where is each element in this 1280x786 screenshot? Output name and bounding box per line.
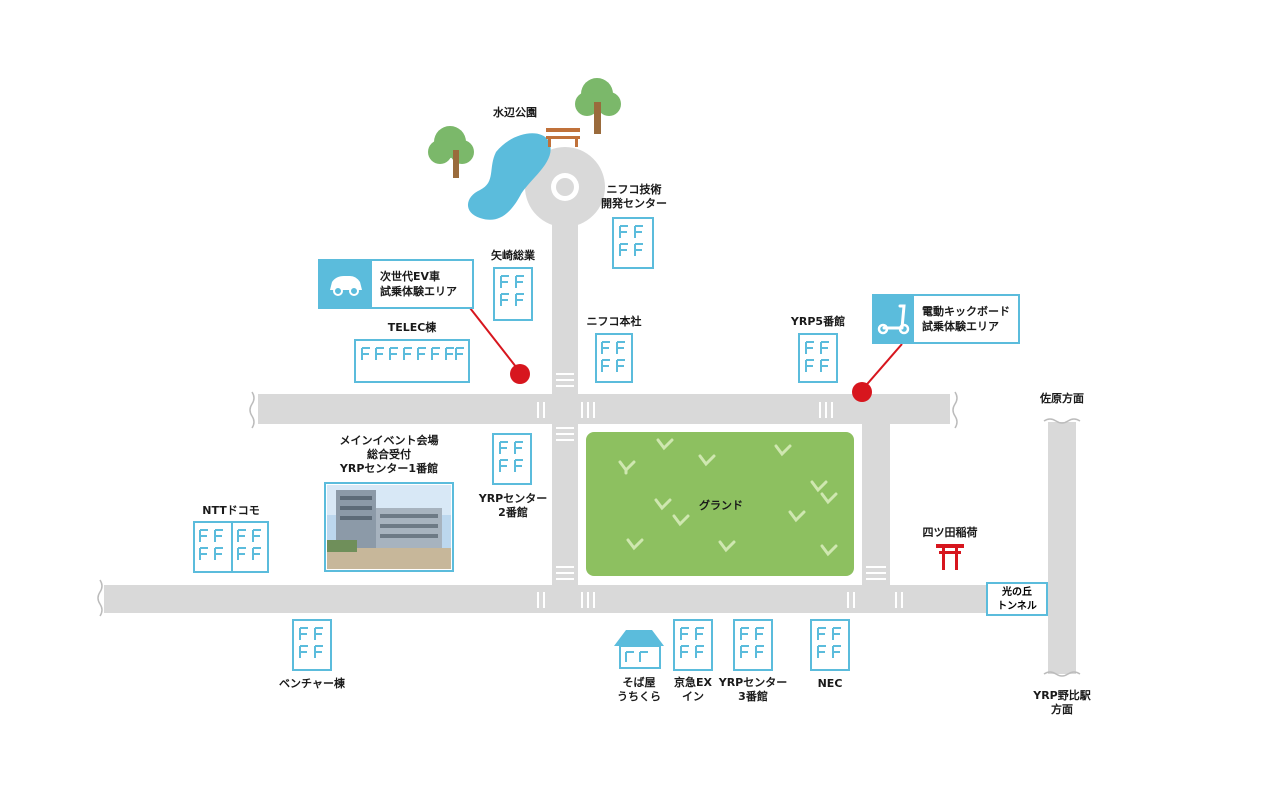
road-ends bbox=[97, 391, 1081, 677]
building-nifco-tech bbox=[612, 217, 654, 269]
label-mizube-park: 水辺公園 bbox=[493, 106, 537, 119]
ev-car-icon bbox=[320, 261, 372, 307]
scooter-area-callout: 電動キックボード 試乗体験エリア bbox=[872, 294, 1020, 344]
tree-icon bbox=[428, 126, 474, 178]
label-tunnel: 光の丘 トンネル bbox=[986, 582, 1048, 616]
label-nifco-hq: ニフコ本社 bbox=[586, 315, 642, 328]
label-yotsuda: 四ツ田稲荷 bbox=[922, 526, 978, 539]
label-yrp-nobi: YRP野比駅 方面 bbox=[1033, 689, 1091, 716]
ground-field bbox=[586, 432, 854, 576]
scooter-leader-line bbox=[861, 343, 903, 391]
label-main-event: メインイベント会場 総合受付 YRPセンター1番館 bbox=[339, 434, 439, 475]
label-ground: グランド bbox=[699, 499, 743, 512]
label-venture: ベンチャー棟 bbox=[279, 677, 345, 690]
tree-icon bbox=[575, 78, 621, 134]
building-soba bbox=[614, 630, 664, 669]
pond bbox=[467, 133, 551, 220]
label-yrp5: YRP5番館 bbox=[790, 315, 846, 328]
road-east-vertical bbox=[862, 418, 890, 613]
label-telec: TELEC棟 bbox=[387, 321, 437, 334]
label-nifco-tech: ニフコ技術 開発センター bbox=[601, 183, 667, 210]
torii-icon bbox=[936, 544, 964, 570]
road-far-east-vertical bbox=[1048, 422, 1076, 674]
ev-area-callout: 次世代EV車 試乗体験エリア bbox=[318, 259, 474, 309]
building-telec bbox=[354, 339, 470, 383]
label-yazaki: 矢崎総業 bbox=[491, 249, 535, 262]
road-upper bbox=[258, 394, 950, 424]
crosswalks bbox=[537, 373, 903, 624]
building-yrp5 bbox=[798, 333, 838, 383]
building-nifco-hq bbox=[595, 333, 633, 383]
ev-marker bbox=[510, 364, 530, 384]
building-keikyu-ex bbox=[673, 619, 713, 671]
kick-scooter-icon bbox=[874, 296, 914, 342]
label-yrp2: YRPセンター 2番館 bbox=[478, 492, 548, 519]
scooter-area-label: 電動キックボード 試乗体験エリア bbox=[922, 305, 1010, 333]
scooter-marker bbox=[852, 382, 872, 402]
label-yrp3: YRPセンター 3番館 bbox=[718, 676, 788, 703]
road-central-vertical bbox=[552, 210, 578, 613]
label-ntt-docomo: NTTドコモ bbox=[202, 504, 260, 517]
road-yotsuda bbox=[910, 585, 988, 613]
building-yrp3 bbox=[733, 619, 773, 671]
label-soba: そば屋 うちくら bbox=[617, 676, 661, 703]
building-venture bbox=[292, 619, 332, 671]
building-yazaki bbox=[493, 267, 533, 321]
building-nec bbox=[810, 619, 850, 671]
bench-icon bbox=[546, 128, 580, 147]
label-nec: NEC bbox=[817, 677, 843, 690]
building-ntt-docomo bbox=[193, 521, 269, 573]
label-keikyu-ex: 京急EX イン bbox=[674, 676, 712, 703]
ev-area-label: 次世代EV車 試乗体験エリア bbox=[380, 270, 457, 298]
building-yrp2 bbox=[492, 433, 532, 485]
label-sahara: 佐原方面 bbox=[1040, 392, 1084, 405]
ev-leader-line bbox=[469, 307, 521, 373]
yrp-center-1-photo bbox=[324, 482, 454, 572]
